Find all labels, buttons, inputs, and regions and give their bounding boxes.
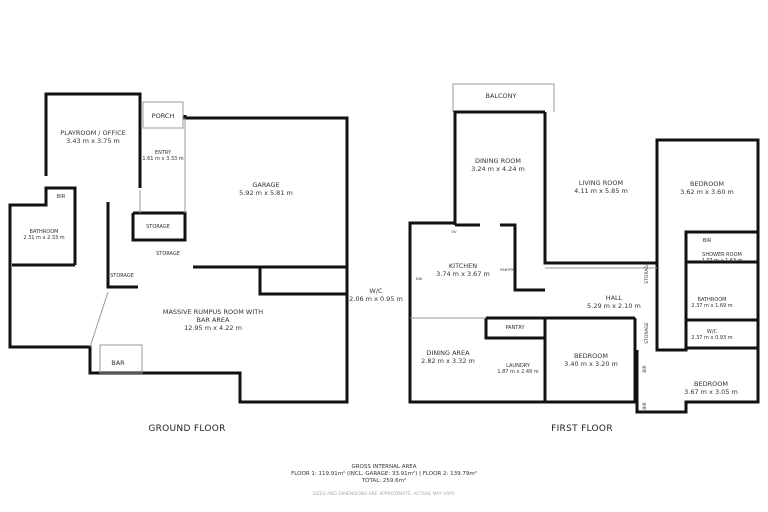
oven-label: OV <box>451 230 457 234</box>
first-floor-title: FIRST FLOOR <box>551 424 613 434</box>
room-porch: PORCH <box>151 112 175 120</box>
room-bir-3: BIR <box>643 402 648 410</box>
room-bir: BIR <box>56 194 66 200</box>
room-storage-2: STORAGE <box>645 322 650 344</box>
room-bir-1: BIR <box>702 238 712 244</box>
room-storage-3: STORAGE <box>110 273 134 279</box>
dishwasher-label: DW <box>415 277 423 281</box>
room-storage-1: STORAGE <box>146 224 170 230</box>
room-storage-1: STORAGE <box>645 262 650 284</box>
disclaimer: SIZES AND DIMENSIONS ARE APPROXIMATE, AC… <box>312 492 456 497</box>
gross-area-heading: GROSS INTERNAL AREA <box>351 464 417 470</box>
first-floor-thin-walls <box>410 83 657 319</box>
first-floor-walls <box>408 110 760 414</box>
room-bir-2: BIR <box>643 365 648 373</box>
room-bar: BAR <box>111 359 125 367</box>
total-area: TOTAL: 259.6m² <box>361 478 407 484</box>
ground-floor-walls <box>8 92 349 404</box>
ground-floor-title: GROUND FLOOR <box>148 424 226 434</box>
room-pantry: PANTRY <box>505 325 525 331</box>
ground-floor-thin-walls <box>89 101 186 374</box>
room-pantry-small: PANTRY <box>500 268 514 272</box>
room-balcony: BALCONY <box>485 92 517 100</box>
room-storage-2: STORAGE <box>156 251 180 257</box>
floor-areas: FLOOR 1: 119.91m² (INCL. GARAGE: 33.91m²… <box>291 471 477 477</box>
